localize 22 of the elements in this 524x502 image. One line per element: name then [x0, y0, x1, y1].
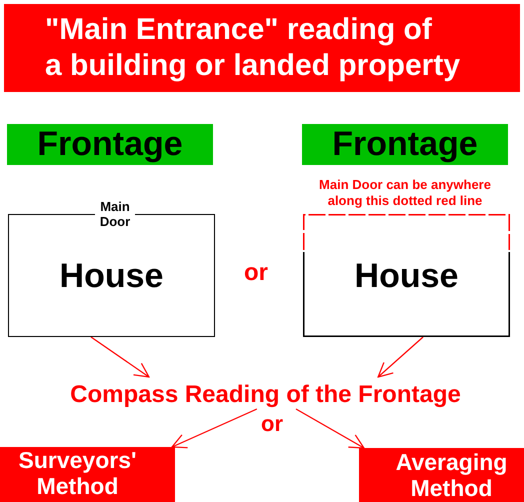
method-box	[0, 447, 175, 502]
house-label: House	[354, 256, 458, 296]
banner-text: Frontage	[36, 124, 184, 165]
house-outline	[8, 214, 215, 337]
frontage-banner	[7, 124, 213, 165]
or-label: or	[243, 259, 269, 287]
method-box	[359, 448, 524, 502]
arrow	[378, 336, 424, 378]
method-label: Surveyors' Method	[18, 447, 138, 499]
frontage-banner	[302, 124, 508, 165]
banner-text: Frontage	[331, 124, 479, 165]
house-outline	[303, 214, 510, 337]
note-text: Main Door can be anywhere along this dotted red line	[318, 177, 492, 209]
method-label: Averaging Method	[394, 449, 508, 501]
title-text: "Main Entrance" reading of a building or landed property	[45, 12, 460, 84]
reading-text: Compass Reading of the Frontage	[70, 377, 461, 409]
door-label: Main Door	[95, 199, 135, 229]
arrow	[90, 336, 150, 378]
arrow	[296, 408, 365, 449]
arrow	[171, 408, 258, 448]
house-label: House	[60, 256, 164, 296]
or-label: or	[260, 411, 284, 437]
